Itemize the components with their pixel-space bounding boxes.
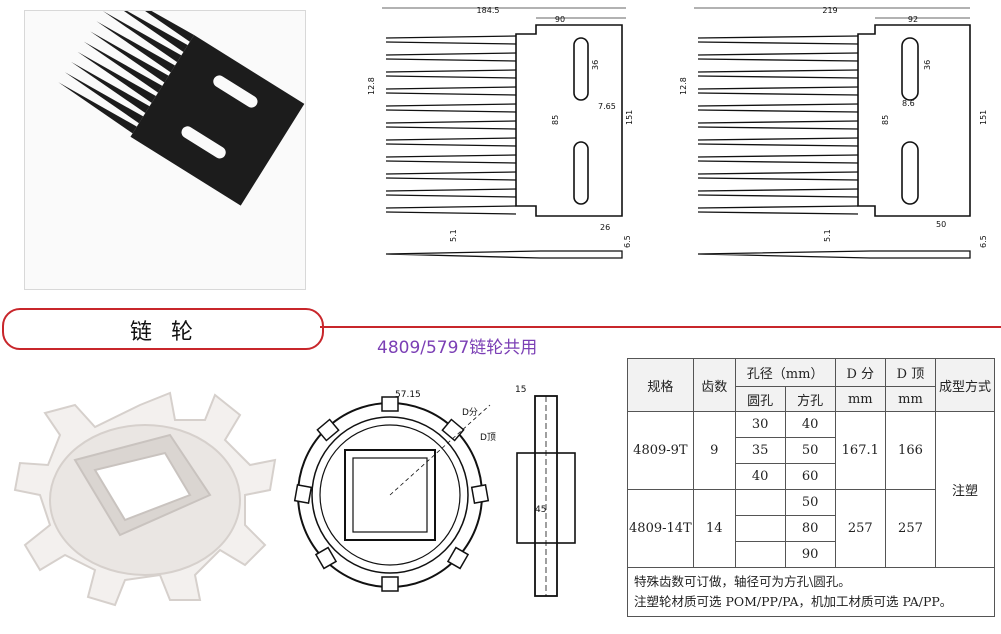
section-tab [2, 308, 324, 350]
note-line: 特殊齿数可订做，轴径可为方孔\圆孔。 [634, 574, 851, 589]
dim-edge: 50 [936, 220, 946, 229]
spec-table: 规格 齿数 孔径（mm） D 分 D 顶 成型方式 圆孔 方孔 mm mm 48… [627, 358, 996, 617]
header-square: 方孔 [784, 386, 836, 412]
sprocket-front-drawing: 57.15 D分 D顶 [290, 375, 505, 600]
cell-round [734, 515, 786, 542]
dim-length: 184.5 [477, 6, 500, 15]
sprocket-width: 15 [515, 385, 526, 395]
cell-square: 50 [784, 489, 836, 516]
header-d-pitch: D 分 [834, 358, 887, 387]
cell-teeth: 14 [692, 489, 736, 568]
table-note: 特殊齿数可订做，轴径可为方孔\圆孔。 注塑轮材质可选 POM/PP/PA，机加工… [627, 567, 995, 617]
cell-teeth: 9 [692, 411, 736, 490]
dim-thick-a: 5.1 [449, 229, 458, 242]
dim-span: 85 [551, 115, 560, 125]
dim-pitch: 12.8 [679, 77, 688, 95]
note-line: 注塑轮材质可选 POM/PP/PA，机加工材质可选 PA/PP。 [634, 594, 953, 609]
table-note-row: 特殊齿数可订做，轴径可为方孔\圆孔。 注塑轮材质可选 POM/PP/PA，机加工… [627, 567, 995, 617]
cell-round: 30 [734, 411, 786, 438]
dim-slot-width: 7.65 [598, 102, 616, 111]
header-round: 圆孔 [734, 386, 786, 412]
header-unit: mm [834, 386, 887, 412]
table-row: 40 60 [628, 463, 995, 490]
header-d-top: D 顶 [885, 358, 936, 387]
cell-d-top: 257 [885, 489, 936, 568]
dim-length: 219 [822, 6, 837, 15]
table-row: 4809-9T 9 30 40 167.1 166 注塑 [627, 411, 996, 568]
sprocket-bore: 45 [535, 505, 546, 515]
comb-drawing-219: 219 92 36 8.6 85 151 12.8 50 5.1 6.5 [670, 0, 1000, 270]
dim-plate: 92 [908, 15, 918, 24]
comb-plate-photo [24, 0, 306, 290]
header-teeth: 齿数 [692, 358, 736, 412]
dim-slot: 36 [591, 60, 600, 70]
sprocket-photo [0, 375, 290, 630]
header-bore: 孔径（mm） [734, 358, 836, 387]
dim-slot: 36 [923, 60, 932, 70]
cell-square: 40 [784, 411, 836, 438]
dim-plate: 90 [555, 15, 565, 24]
sprocket-side-drawing: 15 45 [505, 378, 590, 603]
cell-square: 90 [784, 541, 836, 568]
section-title: 链 轮 [130, 320, 199, 345]
cell-round: 40 [734, 463, 786, 490]
sprocket-d-top: D顶 [480, 432, 496, 443]
sprocket-d-pitch: D分 [462, 407, 478, 418]
section-subtitle: 4809/5797链轮共用 [377, 338, 538, 358]
header-molding: 成型方式 [934, 358, 996, 412]
table-row: 4809-14T 14 50 257 257 [627, 489, 995, 568]
cell-d-top: 166 [885, 411, 936, 490]
header-spec: 规格 [627, 358, 694, 412]
cell-square: 80 [784, 515, 836, 542]
cell-molding: 注塑 [934, 411, 996, 568]
dim-height: 151 [625, 110, 634, 125]
dim-span: 85 [881, 115, 890, 125]
dim-pitch: 12.8 [367, 77, 376, 95]
cell-d-pitch: 257 [834, 489, 887, 568]
table-row: 90 [628, 541, 995, 568]
table-row: 35 50 [628, 437, 995, 464]
cell-round: 35 [734, 437, 786, 464]
dim-thick-a: 5.1 [823, 229, 832, 242]
cell-square: 60 [784, 463, 836, 490]
header-unit: mm [885, 386, 936, 412]
section-divider [320, 326, 1001, 328]
cell-square: 50 [784, 437, 836, 464]
dim-edge: 26 [600, 223, 610, 232]
dim-thick-b: 6.5 [979, 235, 988, 248]
cell-spec: 4809-9T [627, 411, 694, 490]
comb-drawing-184: 184.5 90 36 7.65 85 151 12.8 26 5.1 6.5 [360, 0, 650, 270]
dim-thick-b: 6.5 [623, 235, 632, 248]
cell-round [734, 489, 786, 516]
sprocket-pitch: 57.15 [395, 390, 421, 400]
dim-height: 151 [979, 110, 988, 125]
cell-spec: 4809-14T [627, 489, 694, 568]
cell-round [734, 541, 786, 568]
dim-slot-width: 8.6 [902, 99, 915, 108]
cell-d-pitch: 167.1 [834, 411, 887, 490]
